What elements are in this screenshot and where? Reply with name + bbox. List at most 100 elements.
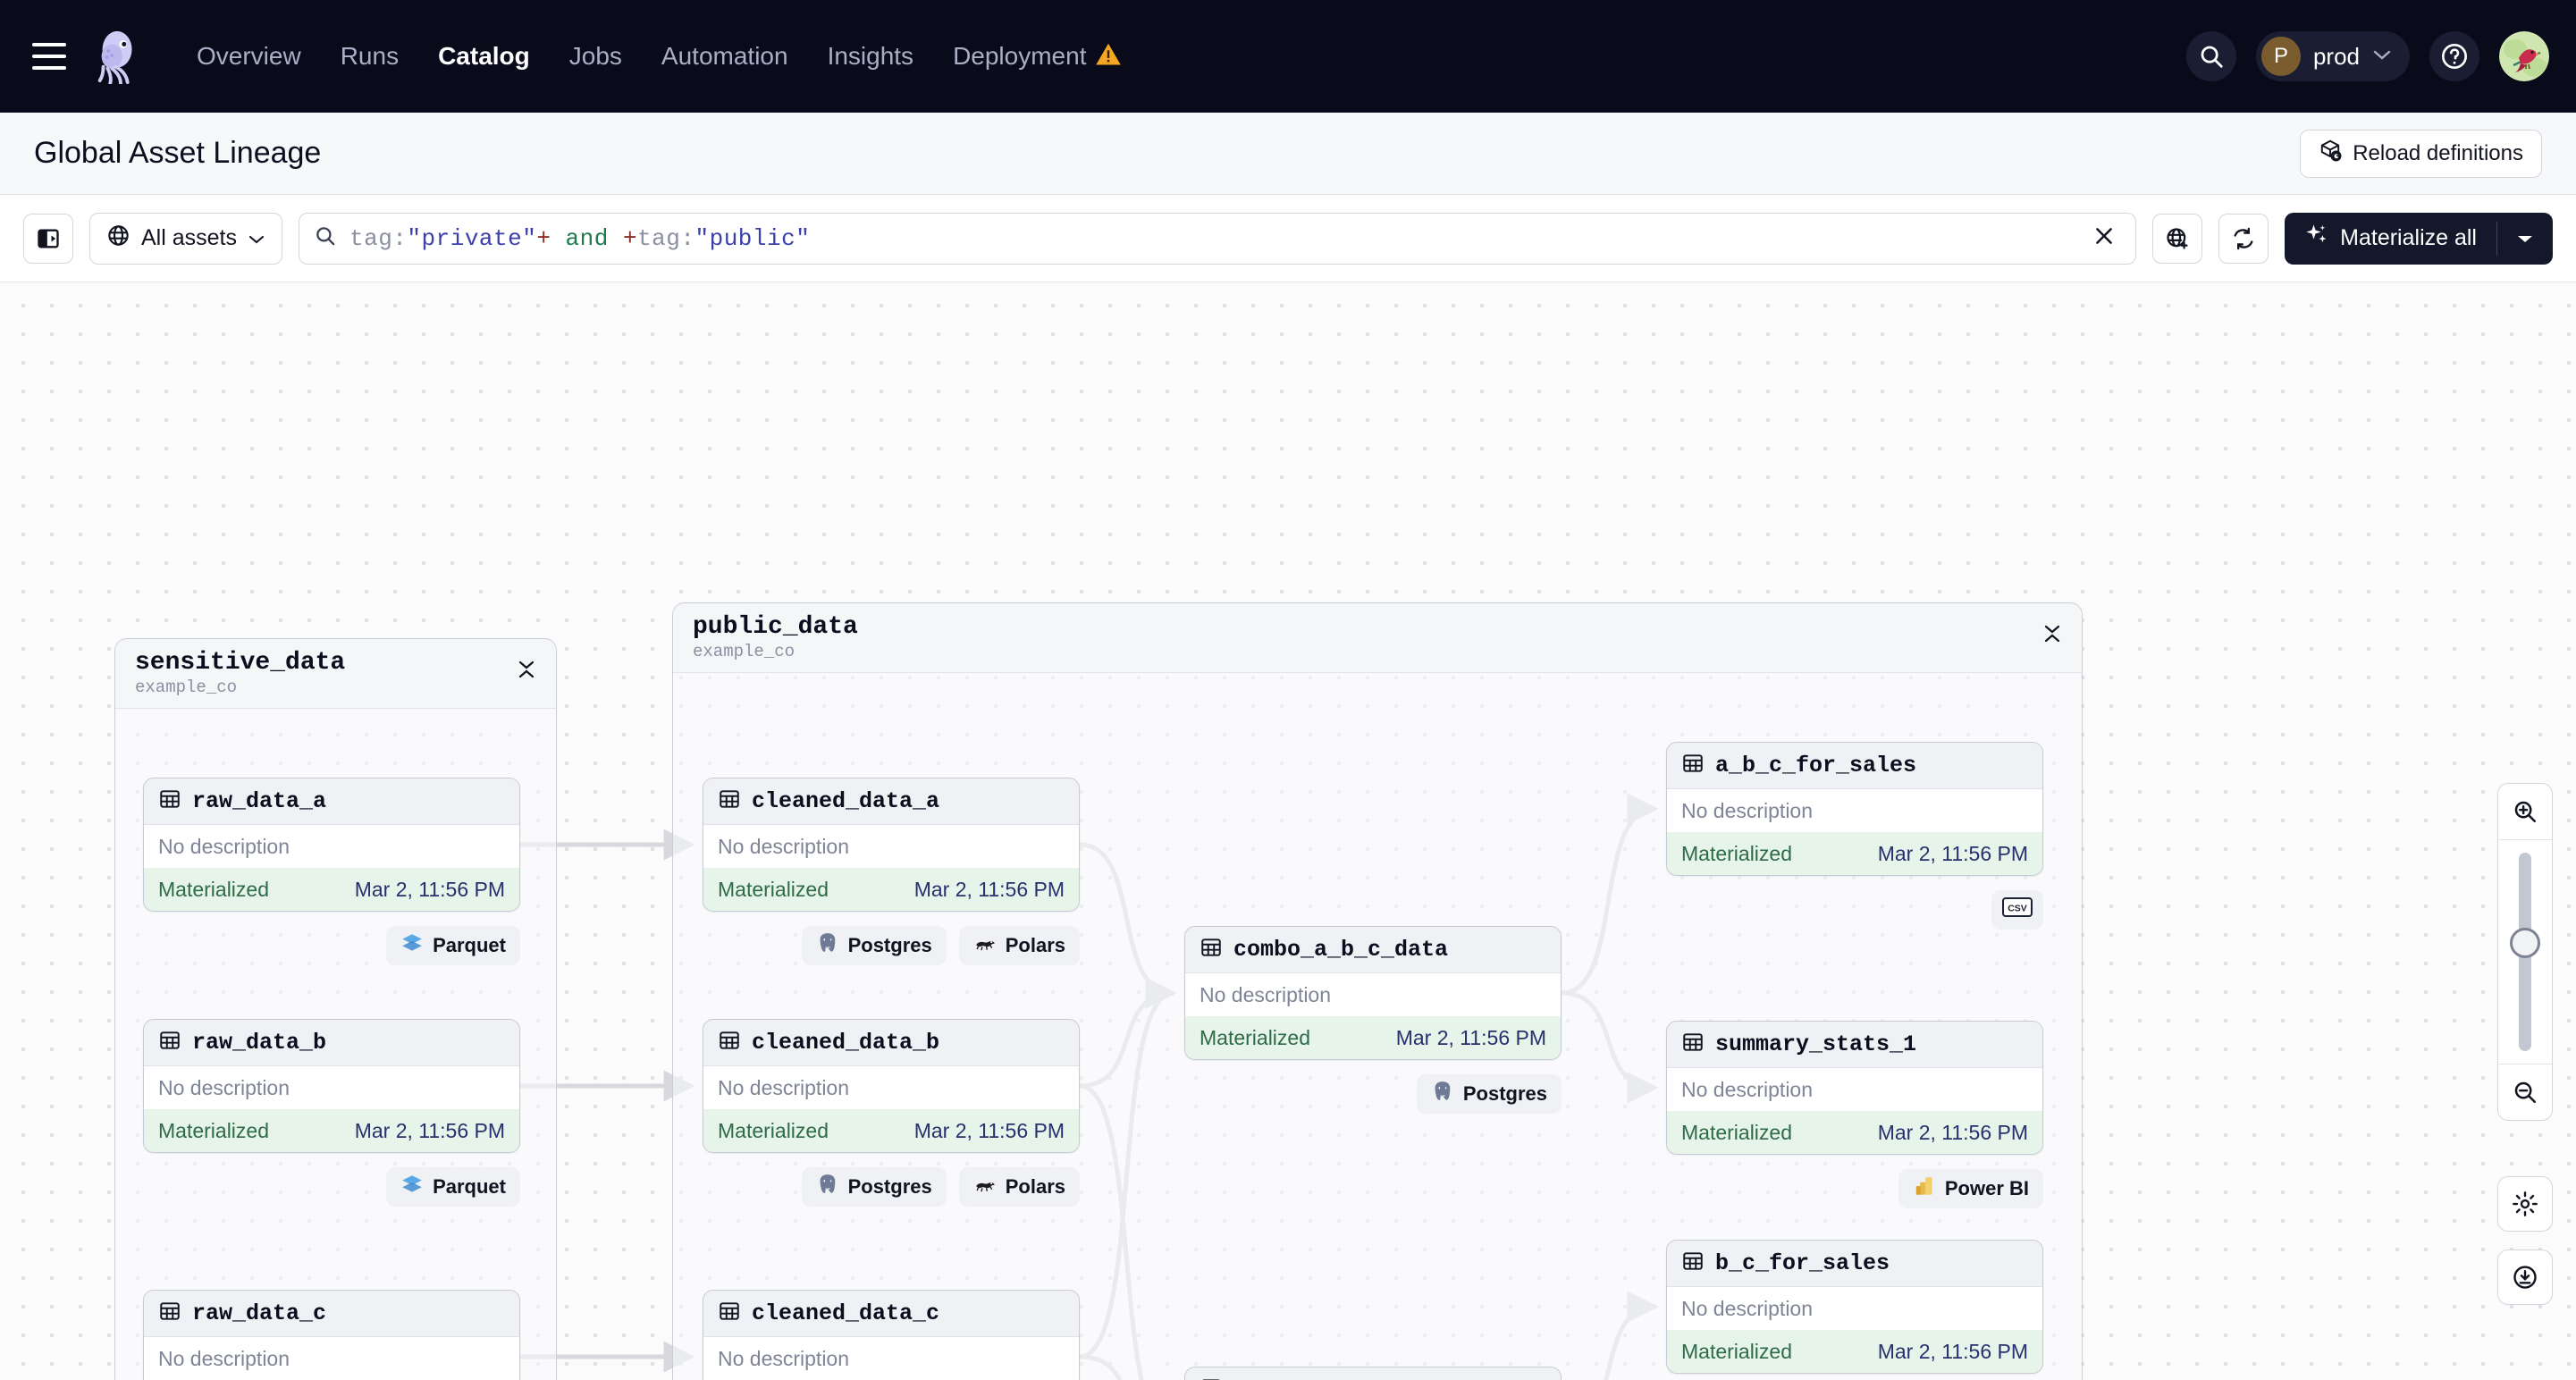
materialize-all-label: Materialize all bbox=[2340, 225, 2477, 250]
refresh-icon[interactable] bbox=[2218, 213, 2269, 264]
query-token: + bbox=[622, 224, 638, 252]
zoom-out-icon[interactable] bbox=[2498, 1064, 2552, 1120]
asset-tag-postgres[interactable]: Postgres bbox=[1416, 1074, 1562, 1114]
asset-filter-button[interactable]: All assets bbox=[89, 212, 282, 265]
asset-tag-parquet[interactable]: Parquet bbox=[386, 926, 520, 965]
materialize-divider bbox=[2496, 221, 2497, 256]
nav-right-controls: P prod bbox=[2185, 31, 2549, 81]
search-icon bbox=[314, 224, 337, 252]
materialize-all-button[interactable]: Materialize all bbox=[2285, 212, 2553, 265]
graph-settings-button[interactable] bbox=[2497, 1176, 2553, 1232]
collapse-group-icon[interactable] bbox=[2042, 614, 2062, 651]
nav-item-runs[interactable]: Runs bbox=[340, 42, 400, 70]
nav-item-automation[interactable]: Automation bbox=[661, 42, 788, 70]
global-search-icon[interactable] bbox=[2185, 31, 2236, 81]
zoom-in-icon[interactable] bbox=[2498, 784, 2552, 839]
query-token: tag: bbox=[349, 224, 408, 252]
deployment-initial: P bbox=[2260, 37, 2301, 76]
nav-item-deployment[interactable]: Deployment bbox=[933, 34, 1141, 80]
cube-refresh-icon bbox=[2319, 139, 2342, 168]
asset-node-description: No description bbox=[703, 825, 1079, 868]
asset-node-description: No description bbox=[703, 1337, 1079, 1380]
asset-node-timestamp: Mar 2, 11:56 PM bbox=[1877, 1339, 2028, 1363]
asset-node-tags: Parquet bbox=[143, 1167, 520, 1207]
clear-search-icon[interactable] bbox=[2087, 224, 2121, 252]
collapse-group-icon[interactable] bbox=[517, 650, 536, 686]
asset-node-description: No description bbox=[703, 1066, 1079, 1109]
asset-node-header: b_c_for_sales bbox=[1667, 1241, 2042, 1287]
asset-node-raw_data_c[interactable]: raw_data_cNo descriptionMaterializedMar … bbox=[143, 1290, 520, 1380]
page-title-bar: Global Asset Lineage Reload definitions bbox=[0, 113, 2576, 195]
asset-node-header: raw_data_b bbox=[144, 1020, 519, 1066]
asset-tag-label: Postgres bbox=[1462, 1082, 1547, 1105]
asset-group-subtitle: example_co bbox=[693, 642, 796, 662]
nav-item-catalog[interactable]: Catalog bbox=[438, 42, 530, 70]
reload-definitions-label: Reload definitions bbox=[2353, 140, 2523, 165]
asset-node-timestamp: Mar 2, 11:56 PM bbox=[354, 877, 505, 901]
asset-node-header: cleaned_data_b bbox=[703, 1020, 1079, 1066]
svg-text:CSV: CSV bbox=[2008, 904, 2027, 914]
asset-tag-csv[interactable]: CSV bbox=[1991, 890, 2043, 930]
asset-node-title: a_b_c_for_sales bbox=[1715, 753, 1917, 778]
asset-tag-postgres[interactable]: Postgres bbox=[801, 1167, 947, 1207]
asset-node-timestamp: Mar 2, 11:56 PM bbox=[1395, 1025, 1546, 1049]
asset-node-timestamp: Mar 2, 11:56 PM bbox=[1877, 1120, 2028, 1144]
asset-node-cleaned_data_c[interactable]: cleaned_data_cNo descriptionMaterialized… bbox=[703, 1290, 1080, 1380]
sidebar-toggle-icon[interactable] bbox=[23, 213, 73, 264]
table-icon bbox=[718, 787, 741, 815]
top-navigation-bar: Overview Runs Catalog Jobs Automation In… bbox=[0, 0, 2576, 113]
table-icon bbox=[158, 787, 181, 815]
search-input[interactable]: tag:"private"+ and +tag:"public" bbox=[349, 225, 2075, 252]
asset-node-description: No description bbox=[1667, 789, 2042, 832]
nav-item-overview[interactable]: Overview bbox=[197, 42, 301, 70]
nav-item-insights[interactable]: Insights bbox=[827, 42, 914, 70]
asset-tag-postgres[interactable]: Postgres bbox=[801, 926, 947, 965]
asset-tag-power-bi[interactable]: Power BI bbox=[1898, 1169, 2043, 1208]
table-icon bbox=[1200, 936, 1223, 963]
asset-node-title: raw_data_b bbox=[192, 1030, 327, 1056]
sparkles-icon bbox=[2304, 223, 2329, 254]
asset-node-status: Materialized bbox=[718, 877, 829, 901]
asset-tag-parquet[interactable]: Parquet bbox=[386, 1167, 520, 1207]
asset-tag-label: Postgres bbox=[847, 1175, 932, 1198]
asset-tag-polars[interactable]: Polars bbox=[958, 1167, 1080, 1207]
globe-add-icon[interactable] bbox=[2152, 213, 2203, 264]
fit-to-screen-button[interactable] bbox=[2497, 1250, 2553, 1305]
lineage-search-box[interactable]: tag:"private"+ and +tag:"public" bbox=[298, 212, 2137, 265]
zoom-slider[interactable] bbox=[2498, 840, 2552, 1064]
dagster-logo-icon[interactable] bbox=[91, 29, 147, 85]
lineage-toolbar: All assets tag:"private"+ and +tag:"publ… bbox=[0, 195, 2576, 282]
help-circle-icon[interactable] bbox=[2429, 31, 2479, 81]
asset-group-subtitle: example_co bbox=[135, 677, 238, 698]
nav-item-jobs[interactable]: Jobs bbox=[568, 42, 622, 70]
reload-definitions-button[interactable]: Reload definitions bbox=[2300, 129, 2542, 178]
asset-node-tags: Postgres Polars bbox=[703, 926, 1080, 965]
zoom-slider-thumb[interactable] bbox=[2510, 928, 2540, 958]
deployment-selector[interactable]: P prod bbox=[2255, 31, 2410, 81]
user-avatar[interactable] bbox=[2499, 31, 2549, 81]
materialize-dropdown-caret[interactable] bbox=[2497, 232, 2553, 245]
table-icon bbox=[158, 1029, 181, 1056]
table-icon bbox=[1681, 1250, 1705, 1277]
asset-tag-polars[interactable]: Polars bbox=[958, 926, 1080, 965]
hamburger-menu-icon[interactable] bbox=[32, 43, 66, 70]
asset-tag-label: Polars bbox=[1005, 1175, 1065, 1198]
